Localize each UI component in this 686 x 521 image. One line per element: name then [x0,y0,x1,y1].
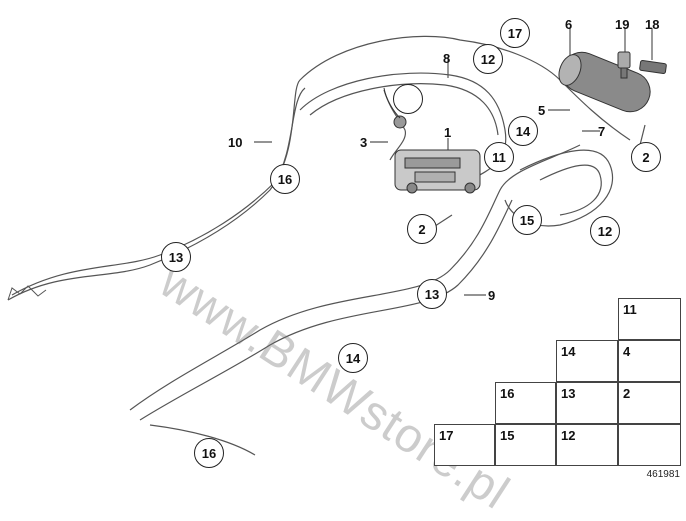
hose-line-16 [149,424,256,456]
circled-17: 17 [500,18,530,48]
legend-cell-2: 2 [618,382,681,424]
callout-3: 3 [360,135,368,150]
legend-label-14: 14 [561,344,576,359]
circled-4 [393,84,423,114]
parts-diagram: www.BMWstore.pl 1 3 5 6 7 8 9 10 18 19 1… [7,17,681,520]
legend-cell-arrow[interactable] [618,424,681,466]
legend-label-4: 4 [623,344,631,359]
legend-cell-12: 12 [556,424,618,466]
hose-line-14-b [139,199,513,421]
callout-6: 6 [565,17,573,32]
legend-label-11: 11 [623,302,637,317]
leader-2b [639,124,646,146]
circled-12-right: 12 [590,216,620,246]
legend-label-16: 16 [500,386,515,401]
part-18-strip [639,59,667,75]
legend-label-15: 15 [500,428,515,443]
fitting-left [7,285,47,301]
circled-14-bottom: 14 [338,343,368,373]
circled-2-right: 2 [631,142,661,172]
callout-9: 9 [488,288,496,303]
circled-14-top: 14 [508,116,538,146]
legend-cell-4: 4 [618,340,681,382]
part-6-canister [558,51,651,113]
circled-13-center: 13 [417,279,447,309]
hose-line-13-b [11,87,306,296]
circled-16-top: 16 [270,164,300,194]
legend-label-2: 2 [623,386,631,401]
legend-cell-11: 11 [618,298,681,340]
washer-pump-unit [394,149,481,194]
callout-18: 18 [645,17,660,32]
legend-label-17: 17 [439,428,454,443]
part-19-plug [617,51,631,79]
circled-11: 11 [484,142,514,172]
callout-19: 19 [615,17,630,32]
legend-label-12: 12 [561,428,576,443]
reference-number: 461981 [646,469,680,480]
circled-15: 15 [512,205,542,235]
legend-label-13: 13 [561,386,576,401]
legend-cell-16: 16 [495,382,556,424]
circled-12-top: 12 [473,44,503,74]
callout-10: 10 [228,135,243,150]
hose-line-12 [539,164,602,216]
legend-cell-13: 13 [556,382,618,424]
circled-16-bottom: 16 [194,438,224,468]
callout-7: 7 [598,124,606,139]
legend-cell-15: 15 [495,424,556,466]
callout-8: 8 [443,51,451,66]
legend-cell-14: 14 [556,340,618,382]
hose-line-8-b [309,83,499,136]
circled-2-center: 2 [407,214,437,244]
part-4-valve [383,87,407,129]
callout-1: 1 [444,125,452,140]
circled-13-left: 13 [161,242,191,272]
legend-cell-17: 17 [434,424,495,466]
callout-5: 5 [538,103,546,118]
hose-line-13 [7,35,631,301]
